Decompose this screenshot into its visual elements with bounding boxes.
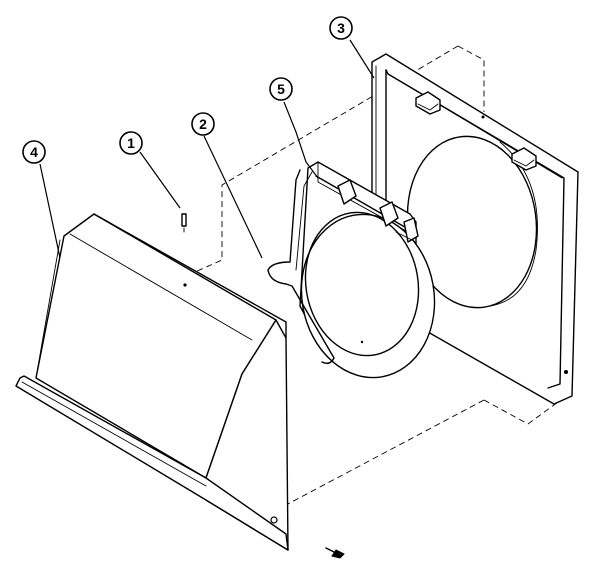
callout-4-label: 4 — [30, 144, 38, 160]
hood-part — [15, 213, 289, 551]
callout-3: 3 — [329, 16, 353, 40]
callout-5: 5 — [269, 77, 293, 101]
callout-5-label: 5 — [277, 81, 285, 97]
callout-4: 4 — [22, 140, 46, 164]
callout-3-label: 3 — [337, 20, 345, 36]
spring-part — [267, 169, 335, 365]
callout-1: 1 — [119, 131, 143, 155]
callout-2-label: 2 — [199, 116, 207, 132]
callouts: 1 2 3 4 5 — [22, 16, 353, 164]
leader-lines — [39, 39, 375, 259]
damper-part — [299, 161, 436, 379]
bottom-screw — [325, 547, 345, 559]
callout-2: 2 — [191, 112, 215, 136]
screw-part — [181, 213, 187, 233]
callout-1-label: 1 — [127, 135, 135, 151]
